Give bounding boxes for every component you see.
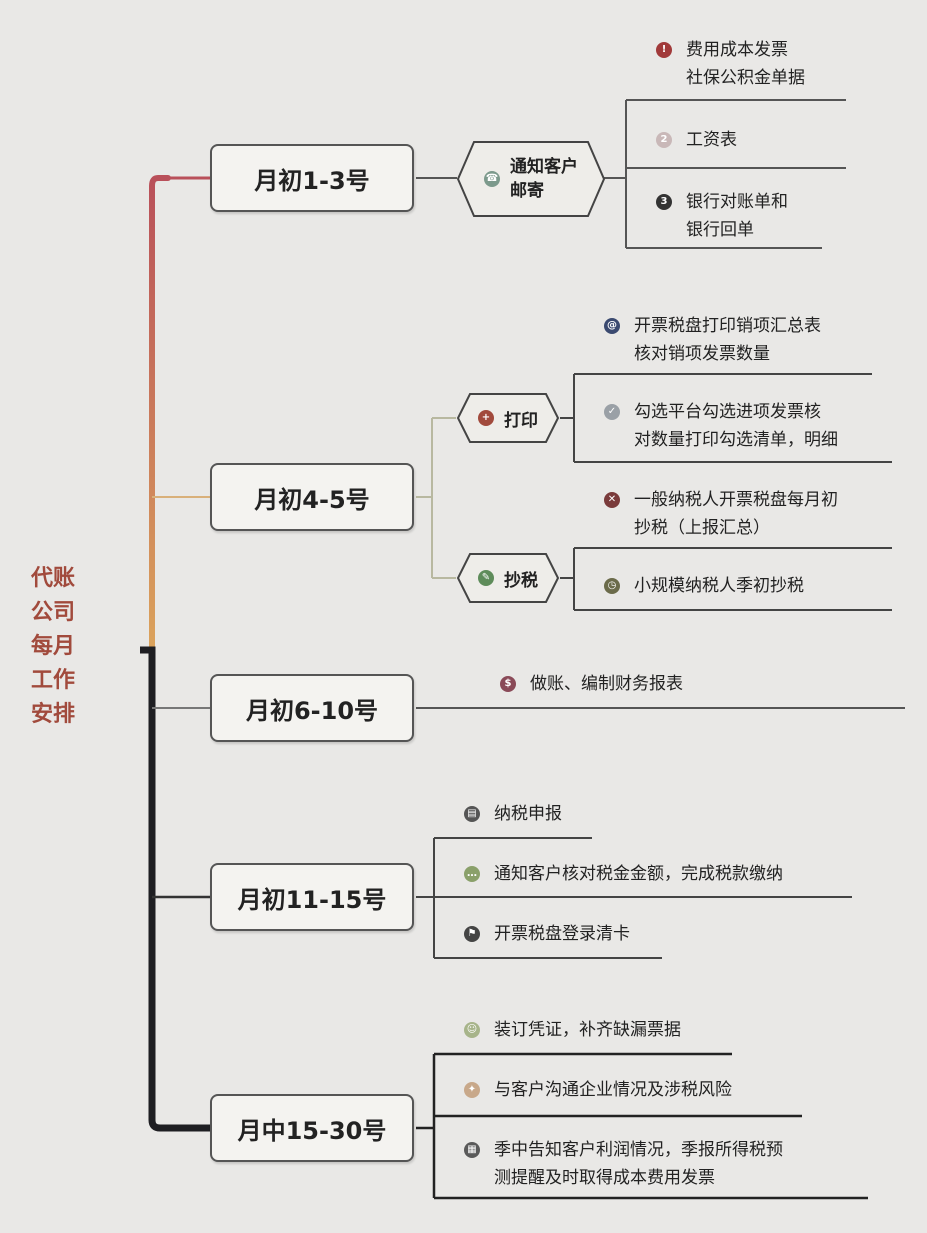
task-text: 通知客户核对税金金额，完成税款缴纳 <box>494 864 783 884</box>
phase-node-11-15[interactable]: 月初11-15号 <box>210 863 414 931</box>
phase-label: 月初4-5号 <box>254 485 370 514</box>
task-item: ✦ 与客户沟通企业情况及涉税风险 <box>464 1076 732 1104</box>
task-text: 开票税盘打印销项汇总表 核对销项发票数量 <box>634 316 821 364</box>
task-item: ☺ 装订凭证，补齐缺漏票据 <box>464 1016 681 1044</box>
subnode-print[interactable]: + 打印 <box>456 392 560 444</box>
subnode-label: 抄税 <box>504 570 538 591</box>
phase-node-1-3[interactable]: 月初1-3号 <box>210 144 414 212</box>
task-text: 银行对账单和 银行回单 <box>686 192 788 240</box>
check-icon: ✓ <box>604 404 620 420</box>
root-line: 工作 <box>30 668 75 693</box>
task-text: 季中告知客户利润情况，季报所得税预 测提醒及时取得成本费用发票 <box>494 1140 783 1188</box>
task-item: ✕ 一般纳税人开票税盘每月初 抄税（上报汇总） <box>604 486 838 542</box>
root-title: 代账 公司 每月 工作 安排 <box>24 562 82 732</box>
smile-icon: ☺ <box>464 1022 480 1038</box>
calendar-icon: ▦ <box>464 1142 480 1158</box>
chat-icon: … <box>464 866 480 882</box>
flag-icon: ⚑ <box>464 926 480 942</box>
task-item: ◷ 小规模纳税人季初抄税 <box>604 572 804 600</box>
task-text: 工资表 <box>686 130 737 150</box>
task-text: 费用成本发票 社保公积金单据 <box>686 40 805 88</box>
task-item: 2 工资表 <box>656 126 737 154</box>
root-line: 代账 <box>30 566 75 591</box>
edit-icon: ✎ <box>478 570 494 586</box>
task-item: ! 费用成本发票 社保公积金单据 <box>656 36 805 92</box>
number-3-icon: 3 <box>656 194 672 210</box>
number-2-icon: 2 <box>656 132 672 148</box>
root-line: 公司 <box>30 600 75 625</box>
clock-icon: ◷ <box>604 578 620 594</box>
subnode-copy-tax[interactable]: ✎ 抄税 <box>456 552 560 604</box>
root-line: 安排 <box>30 702 75 727</box>
cancel-icon: ✕ <box>604 492 620 508</box>
subnode-label: 打印 <box>504 410 538 431</box>
task-item: ▦ 季中告知客户利润情况，季报所得税预 测提醒及时取得成本费用发票 <box>464 1136 783 1192</box>
root-line: 每月 <box>30 634 75 659</box>
document-icon: ▤ <box>464 806 480 822</box>
task-text: 装订凭证，补齐缺漏票据 <box>494 1020 681 1040</box>
task-item: ▤ 纳税申报 <box>464 800 562 828</box>
phase-node-6-10[interactable]: 月初6-10号 <box>210 674 414 742</box>
task-item: 3 银行对账单和 银行回单 <box>656 188 788 244</box>
phase-label: 月初1-3号 <box>254 166 370 195</box>
phone-icon: ☎ <box>484 171 500 187</box>
task-item: $ 做账、编制财务报表 <box>500 670 683 698</box>
thumbs-up-icon: ✦ <box>464 1082 480 1098</box>
task-text: 一般纳税人开票税盘每月初 抄税（上报汇总） <box>634 490 838 538</box>
task-text: 小规模纳税人季初抄税 <box>634 576 804 596</box>
task-text: 做账、编制财务报表 <box>530 674 683 694</box>
task-text: 纳税申报 <box>494 804 562 824</box>
task-item: @ 开票税盘打印销项汇总表 核对销项发票数量 <box>604 312 821 368</box>
phase-label: 月初6-10号 <box>245 696 379 725</box>
phase-label: 月中15-30号 <box>237 1116 387 1145</box>
task-item: ✓ 勾选平台勾选进项发票核 对数量打印勾选清单，明细 <box>604 398 838 454</box>
subnode-label: 通知客户 邮寄 <box>510 157 578 201</box>
phase-node-4-5[interactable]: 月初4-5号 <box>210 463 414 531</box>
task-item: … 通知客户核对税金金额，完成税款缴纳 <box>464 860 783 888</box>
subnode-notify-client[interactable]: ☎ 通知客户 邮寄 <box>456 140 606 218</box>
at-icon: @ <box>604 318 620 334</box>
task-item: ⚑ 开票税盘登录清卡 <box>464 920 630 948</box>
phase-node-15-30[interactable]: 月中15-30号 <box>210 1094 414 1162</box>
dollar-icon: $ <box>500 676 516 692</box>
phase-label: 月初11-15号 <box>237 885 387 914</box>
printer-icon: + <box>478 410 494 426</box>
task-text: 开票税盘登录清卡 <box>494 924 630 944</box>
task-text: 与客户沟通企业情况及涉税风险 <box>494 1080 732 1100</box>
priority-icon: ! <box>656 42 672 58</box>
task-text: 勾选平台勾选进项发票核 对数量打印勾选清单，明细 <box>634 402 838 450</box>
